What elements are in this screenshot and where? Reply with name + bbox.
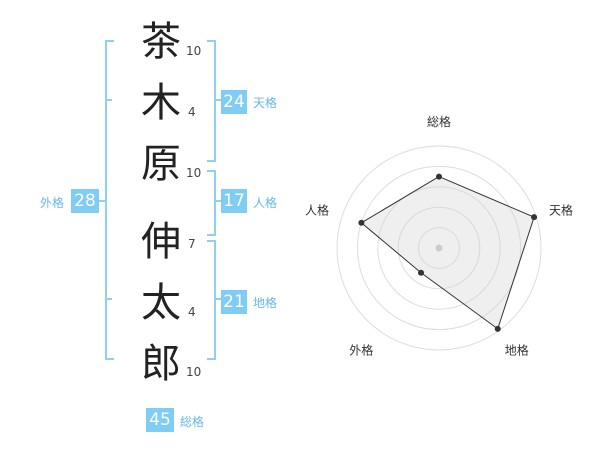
stroke-count-1: 10 — [186, 44, 202, 58]
gaikaku-label: 外格 — [40, 196, 65, 210]
radar-grid-ring — [356, 165, 522, 331]
name-char-4: 伸 — [141, 219, 181, 265]
radar-grid-ring — [418, 227, 460, 269]
chikaku-label: 地格 — [253, 296, 278, 310]
stroke-count-3: 10 — [186, 166, 202, 180]
stroke-count-6: 10 — [186, 365, 202, 379]
jinkaku-bracket-tick — [214, 200, 221, 202]
name-char-2: 木 — [141, 80, 181, 126]
radar-grid-ring — [397, 206, 481, 290]
radar-data-polygon — [360, 176, 535, 330]
bracket-tick — [105, 99, 112, 101]
bracket-tick — [105, 298, 112, 300]
tenkaku-bracket — [207, 40, 216, 162]
stroke-count-4: 7 — [188, 237, 196, 251]
radar-axis-label-4: 外格 — [349, 343, 373, 358]
radar-axis-label-3: 地格 — [505, 343, 529, 358]
name-char-5: 太 — [141, 280, 181, 326]
stroke-count-2: 4 — [188, 105, 196, 119]
jinkaku-bracket — [207, 170, 216, 236]
name-char-6: 郎 — [141, 341, 181, 387]
gaikaku-bracket-tick — [98, 200, 107, 202]
jinkaku-label: 人格 — [253, 196, 278, 210]
tenkaku-bracket-tick — [214, 99, 221, 101]
radar-grid-ring — [377, 186, 501, 310]
radar-center-dot — [435, 244, 443, 252]
radar-axis-label-1: 総格 — [427, 114, 451, 129]
radar-point-1 — [436, 173, 442, 180]
radar-point-2 — [531, 214, 538, 221]
chikaku-bracket — [207, 240, 216, 360]
tenkaku-score-badge: 24 — [221, 90, 247, 114]
chikaku-bracket-tick — [214, 298, 221, 300]
gaikaku-score-badge: 28 — [71, 189, 99, 213]
radar-axis-label-5: 人格 — [305, 202, 329, 217]
radar-point-4 — [418, 269, 425, 276]
jinkaku-score-badge: 17 — [221, 189, 247, 213]
name-char-3: 原 — [141, 141, 181, 187]
name-char-1: 茶 — [141, 19, 181, 65]
tenkaku-label: 天格 — [253, 96, 278, 110]
soukaku-label: 総格 — [180, 415, 205, 429]
radar-axis-label-2: 天格 — [549, 202, 573, 217]
radar-point-5 — [358, 219, 365, 226]
radar-point-3 — [494, 325, 501, 332]
chikaku-score-badge: 21 — [221, 290, 247, 314]
stroke-count-5: 4 — [188, 305, 196, 319]
soukaku-score-badge: 45 — [146, 408, 174, 432]
